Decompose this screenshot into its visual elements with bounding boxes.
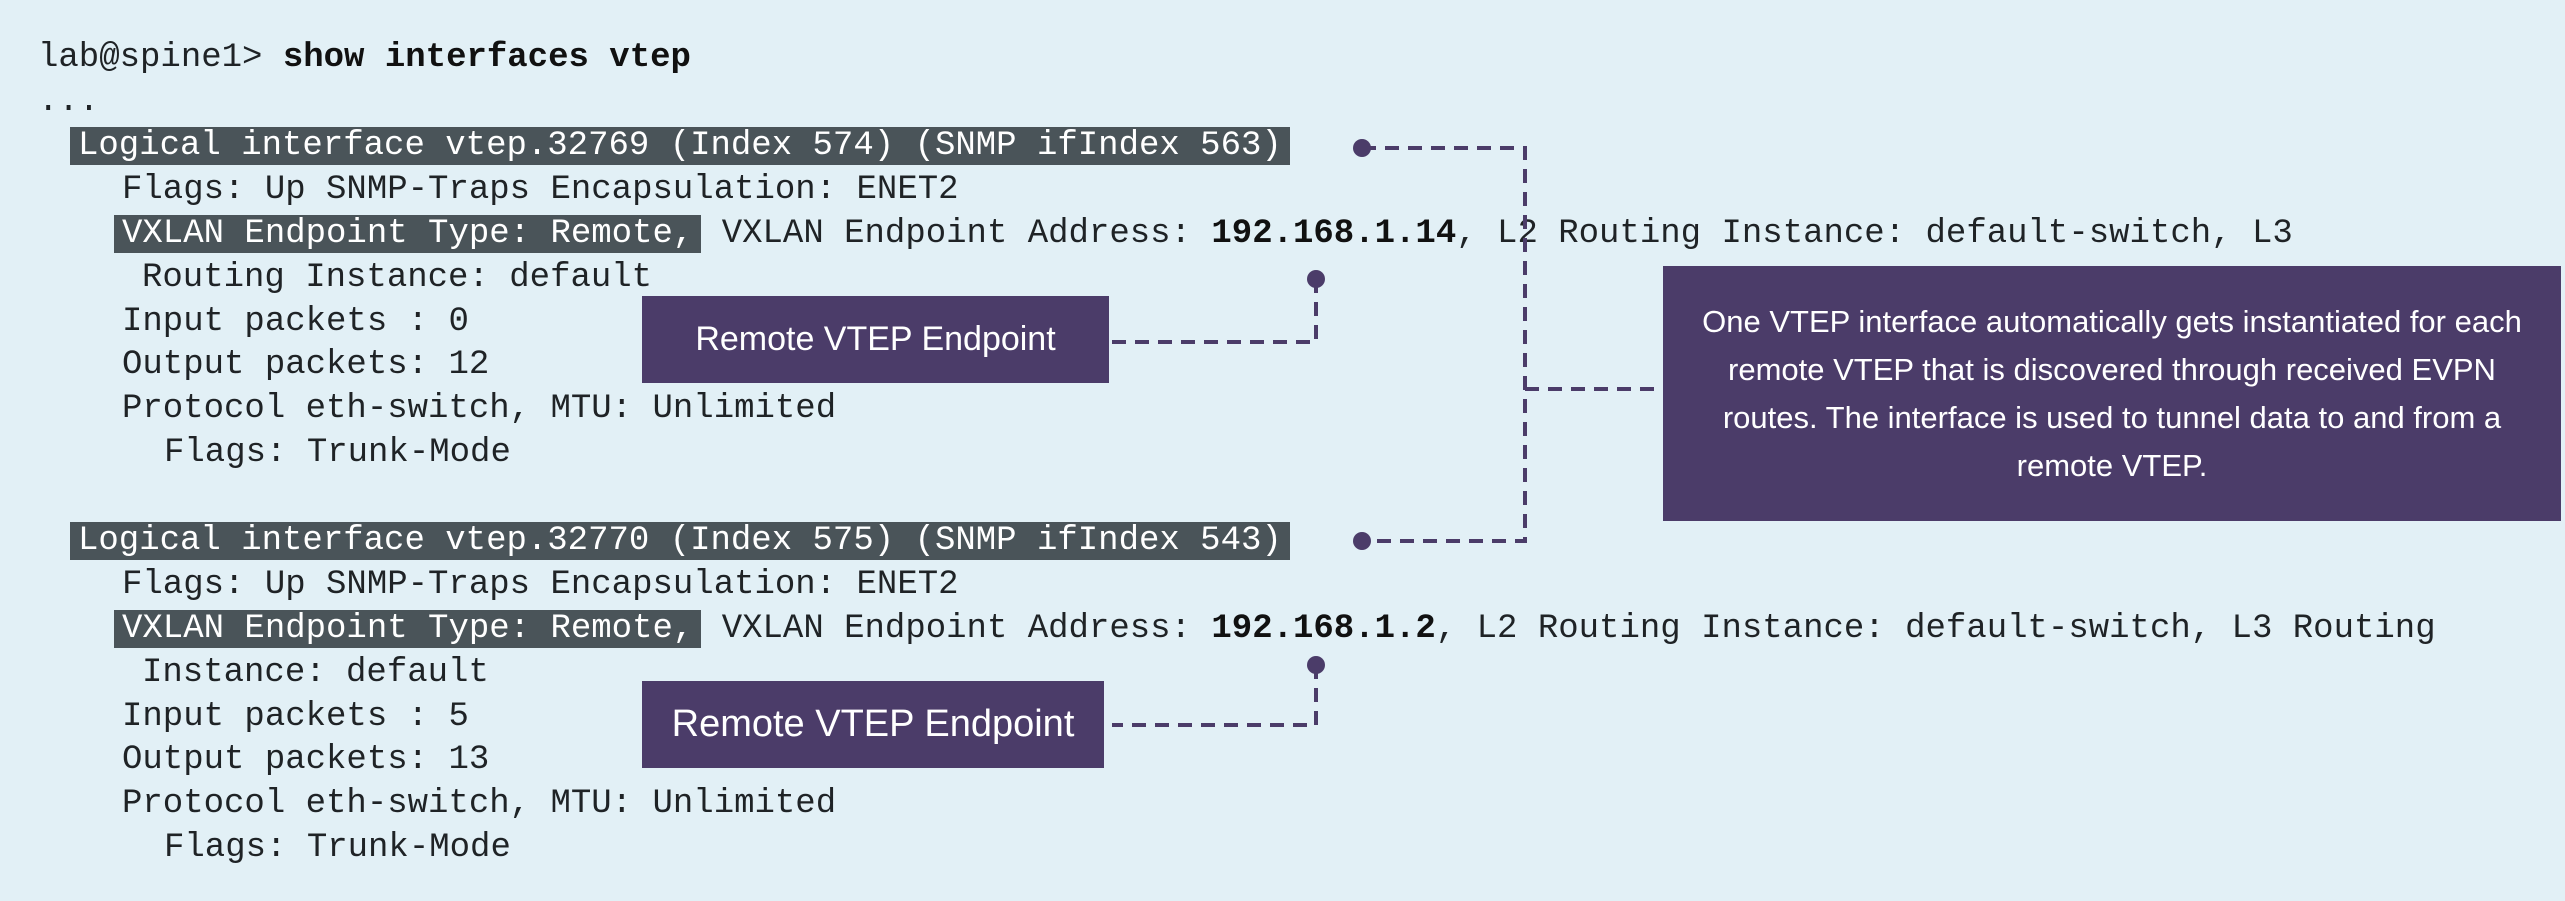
output-packets: Output packets: 13: [122, 741, 490, 779]
prompt: lab@spine1>: [38, 39, 283, 77]
protocol-flags: Flags: Trunk-Mode: [164, 829, 511, 867]
routing-instance: Instance: default: [142, 654, 489, 692]
vxlan-endpoint-line: VXLAN Endpoint Type: Remote, VXLAN Endpo…: [114, 607, 2436, 651]
remote-vtep-callout: Remote VTEP Endpoint: [642, 681, 1104, 768]
endpoint-type: VXLAN Endpoint Type: Remote,: [114, 610, 702, 648]
protocol-line: Protocol eth-switch, MTU: Unlimited: [122, 785, 837, 823]
remote-vtep-callout: Remote VTEP Endpoint: [642, 296, 1109, 383]
interface-header: Logical interface vtep.32770 (Index 575)…: [70, 519, 1290, 563]
endpoint-address: 192.168.1.14: [1211, 215, 1457, 253]
connector-dot-address-1: [1307, 270, 1325, 288]
endpoint-address-label: VXLAN Endpoint Address:: [701, 215, 1212, 253]
interface-flags: Flags: Up SNMP-Traps Encapsulation: ENET…: [122, 566, 959, 604]
interface-header: Logical interface vtep.32769 (Index 574)…: [70, 124, 1290, 168]
connector-dot-address-2: [1307, 656, 1325, 674]
connector-header-1: [1362, 146, 1527, 543]
connector-dot-header-1: [1353, 139, 1371, 157]
interface-header-label: Logical interface vtep.32770 (Index 575)…: [70, 522, 1290, 560]
protocol-line: Protocol eth-switch, MTU: Unlimited: [122, 390, 837, 428]
vtep-info-callout: One VTEP interface automatically gets in…: [1663, 266, 2561, 521]
connector-remote-1: [1112, 279, 1318, 344]
endpoint-rest: , L2 Routing Instance: default-switch, L…: [1456, 215, 2293, 253]
protocol-flags: Flags: Trunk-Mode: [164, 434, 511, 472]
output-packets: Output packets: 12: [122, 346, 490, 384]
endpoint-address: 192.168.1.2: [1211, 610, 1436, 648]
connector-dot-header-2: [1353, 532, 1371, 550]
endpoint-address-label: VXLAN Endpoint Address:: [701, 610, 1212, 648]
ellipsis: ...: [38, 83, 100, 121]
endpoint-rest: , L2 Routing Instance: default-switch, L…: [1435, 610, 2436, 648]
command-line: lab@spine1> show interfaces vtep: [38, 36, 691, 80]
endpoint-type: VXLAN Endpoint Type: Remote,: [114, 215, 702, 253]
connector-remote-2: [1112, 665, 1318, 727]
input-packets: Input packets : 5: [122, 698, 469, 736]
input-packets: Input packets : 0: [122, 303, 469, 341]
interface-header-label: Logical interface vtep.32769 (Index 574)…: [70, 127, 1290, 165]
vxlan-endpoint-line: VXLAN Endpoint Type: Remote, VXLAN Endpo…: [114, 212, 2293, 256]
routing-instance: Routing Instance: default: [142, 259, 653, 297]
interface-flags: Flags: Up SNMP-Traps Encapsulation: ENET…: [122, 171, 959, 209]
command: show interfaces vtep: [282, 39, 691, 77]
